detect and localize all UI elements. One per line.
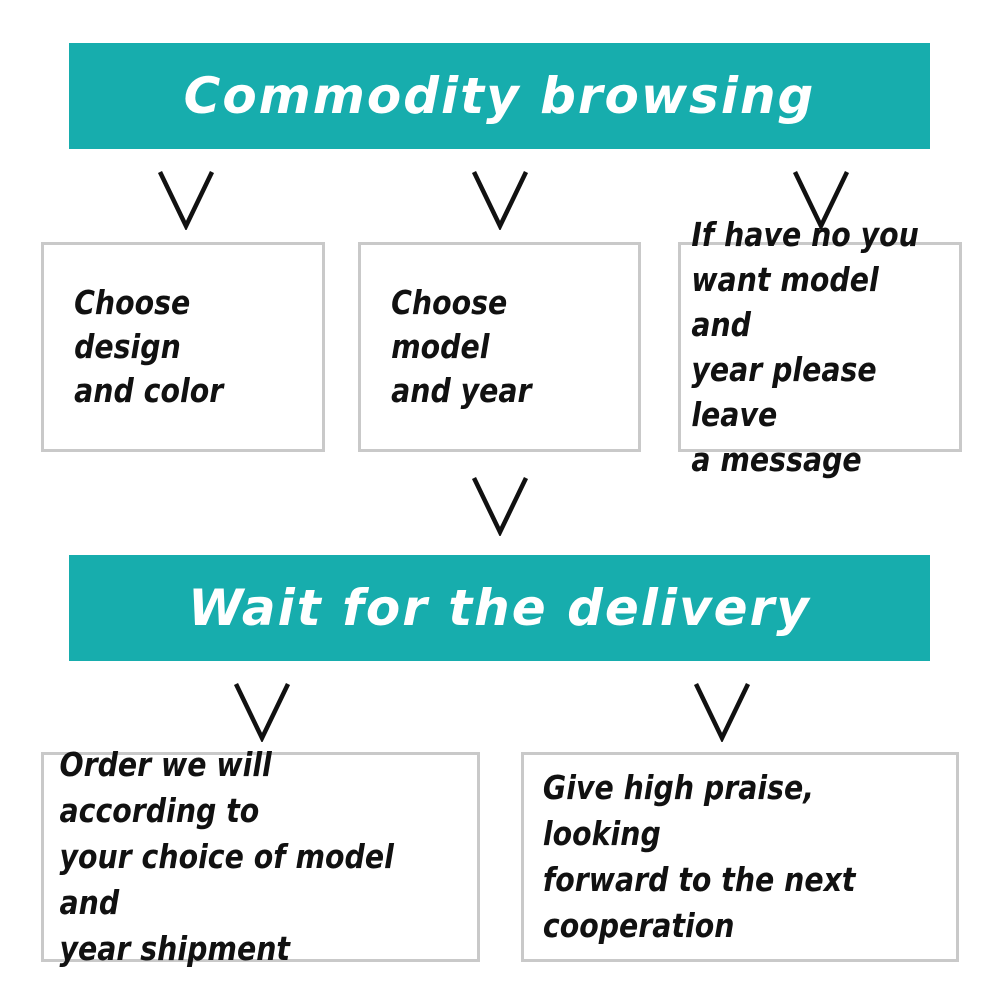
give-praise-text: Give high praise, looking forward to the… bbox=[542, 768, 856, 945]
commodity-browsing-banner: Commodity browsing bbox=[69, 43, 930, 149]
chevron-down-icon bbox=[232, 680, 292, 742]
choose-model-box: Choose model and year bbox=[358, 242, 641, 452]
order-shipment-box: Order we will according to your choice o… bbox=[41, 745, 480, 968]
chevron-down-icon bbox=[791, 168, 851, 230]
give-praise-box: Give high praise, looking forward to the… bbox=[521, 752, 959, 962]
leave-message-text: If have no you want model and year pleas… bbox=[691, 215, 919, 479]
chevron-down-icon bbox=[470, 168, 530, 230]
choose-design-text: Choose design and color bbox=[74, 283, 224, 410]
order-shipment-text: Order we will according to your choice o… bbox=[59, 745, 394, 968]
chevron-down-icon bbox=[692, 680, 752, 742]
chevron-down-icon bbox=[156, 168, 216, 230]
choose-model-text: Choose model and year bbox=[391, 283, 532, 410]
commodity-browsing-label: Commodity browsing bbox=[183, 67, 816, 125]
wait-for-delivery-label: Wait for the delivery bbox=[188, 579, 811, 637]
chevron-down-icon bbox=[470, 474, 530, 536]
choose-design-box: Choose design and color bbox=[41, 242, 325, 452]
leave-message-box: If have no you want model and year pleas… bbox=[678, 215, 962, 479]
wait-for-delivery-banner: Wait for the delivery bbox=[69, 555, 930, 661]
